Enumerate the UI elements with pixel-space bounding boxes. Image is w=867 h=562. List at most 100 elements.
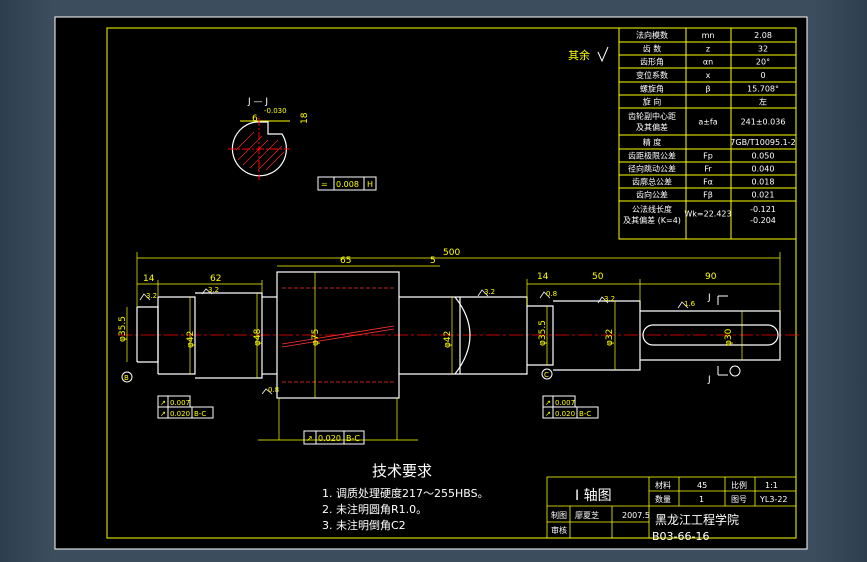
- table-value-12: -0.204: [750, 216, 776, 225]
- table-name-6: 齿轮副中心距: [628, 111, 676, 121]
- table-symbol-11: Fβ: [703, 191, 713, 200]
- svg-text:YL3-22: YL3-22: [759, 495, 788, 504]
- table-symbol-8: Fp: [703, 152, 713, 161]
- table-value-6: 241±0.036: [741, 118, 786, 127]
- table-value-5: 左: [759, 97, 767, 107]
- dia-30: φ30: [724, 328, 734, 346]
- ra-1: 3.2: [146, 292, 157, 300]
- dia-42b: φ42: [443, 331, 453, 348]
- class-code: B03-66-16: [652, 530, 709, 543]
- shaft-main-view: 500 14 62 65 5 14 50 90 φ35.5 φ42 φ48 φ7…: [118, 248, 800, 441]
- table-value-0: 2.08: [754, 31, 772, 40]
- dim-14b: 14: [537, 272, 549, 282]
- section-outline: [231, 121, 287, 177]
- svg-text:0.007: 0.007: [170, 399, 190, 407]
- ra-7: 1.6: [684, 300, 696, 308]
- dim-14a: 14: [143, 274, 155, 284]
- table-name-1: 齿 数: [643, 44, 662, 54]
- tech-title: 技术要求: [372, 462, 432, 480]
- table-value-7: 7GB/T10095.1-2: [730, 138, 795, 147]
- svg-text:↗: ↗: [545, 399, 551, 407]
- section-view-j: J — J -0.030 6 18 = 0.008 H: [228, 97, 377, 191]
- other-surfaces-note: 其余: [568, 48, 590, 62]
- table-name-12: 及其偏差 (K=4): [623, 215, 681, 225]
- datum-b-label: B: [124, 374, 129, 382]
- table-name-3: 变位系数: [636, 70, 668, 80]
- svg-text:1: 1: [699, 495, 704, 504]
- outer-border: [54, 16, 808, 550]
- table-value-3: 0: [760, 71, 765, 80]
- svg-text:制图: 制图: [551, 510, 567, 520]
- svg-text:2007.5: 2007.5: [622, 511, 650, 520]
- section-tol-text: -0.030: [264, 107, 287, 115]
- table-name-2: 齿形角: [640, 57, 664, 67]
- table-symbol-9: Fr: [704, 165, 712, 174]
- table-symbol-12: Wk=22.423: [684, 210, 731, 219]
- table-name-8: 齿距极限公差: [628, 151, 676, 161]
- svg-text:0.020: 0.020: [318, 434, 341, 443]
- table-name-4: 螺旋角: [640, 84, 664, 94]
- svg-text:0.007: 0.007: [555, 399, 575, 407]
- tolerance-frame-1: ↗ 0.007 ↗ 0.020 B-C: [157, 395, 214, 419]
- svg-text:↗: ↗: [545, 410, 551, 418]
- section-tolerance-frame: = 0.008 H: [317, 176, 377, 191]
- drawing-sheet: [55, 17, 807, 549]
- table-value-12: -0.121: [750, 205, 776, 214]
- svg-text:B-C: B-C: [579, 410, 591, 418]
- table-symbol-0: mn: [702, 31, 715, 40]
- dim-50: 50: [592, 272, 604, 282]
- table-name-11: 齿向公差: [636, 190, 668, 200]
- section-title: J — J: [247, 97, 268, 107]
- svg-text:材料: 材料: [655, 480, 671, 490]
- table-name-12: 公法线长度: [632, 204, 672, 214]
- part-name: I 轴图: [575, 488, 612, 504]
- table-value-1: 32: [758, 45, 768, 54]
- roughness-icons: [139, 288, 689, 395]
- section-mark-top: J: [707, 293, 711, 303]
- title-block-text: I 轴图 材料 45 比例 1:1 数量 1 图号 YL3-22 制图 廖夏芝 …: [551, 480, 788, 543]
- tolerance-frame-2: ↗ 0.020 B-C: [303, 430, 365, 445]
- dia-32: φ32: [605, 329, 615, 346]
- svg-text:↗: ↗: [160, 399, 166, 407]
- dim-65: 65: [340, 256, 351, 266]
- table-name-5: 旋 向: [643, 97, 662, 107]
- svg-text:1:1: 1:1: [765, 481, 778, 490]
- table-value-11: 0.021: [752, 191, 775, 200]
- svg-text:0.020: 0.020: [170, 410, 190, 418]
- svg-text:数量: 数量: [655, 494, 671, 504]
- dia-42a: φ42: [186, 331, 196, 348]
- table-name-9: 径向跳动公差: [628, 164, 676, 174]
- table-name-7: 精 度: [643, 137, 662, 147]
- table-symbol-2: αn: [703, 58, 713, 67]
- dim-62: 62: [210, 274, 221, 284]
- svg-text:0.020: 0.020: [555, 410, 575, 418]
- ra-2: 3.2: [208, 286, 219, 294]
- table-value-2: 20°: [756, 58, 770, 67]
- section-width-text: 6: [252, 114, 258, 124]
- table-symbol-1: z: [706, 45, 710, 54]
- ra-5: 0.8: [546, 290, 557, 298]
- dim-5: 5: [430, 256, 436, 266]
- shaft-outline: [136, 271, 781, 399]
- svg-text:图号: 图号: [731, 495, 747, 504]
- svg-text:45: 45: [697, 481, 707, 490]
- table-symbol-10: Fα: [703, 178, 713, 187]
- svg-text:↗: ↗: [306, 434, 313, 443]
- dim-90: 90: [705, 272, 717, 282]
- ra-4: 3.2: [484, 288, 495, 296]
- table-name-6: 及其偏差: [636, 122, 668, 132]
- tech-item-3: 3. 未注明倒角C2: [322, 518, 406, 532]
- ra-3: 0.8: [268, 386, 279, 394]
- roughness-symbol-icon: [597, 46, 609, 63]
- table-value-4: 15.708°: [747, 85, 779, 94]
- table-name-0: 法向模数: [636, 30, 668, 40]
- table-name-10: 齿廓总公差: [632, 177, 672, 187]
- svg-text:0.008: 0.008: [336, 180, 359, 189]
- table-symbol-4: β: [705, 85, 710, 94]
- dia-48: φ48: [253, 328, 263, 346]
- tech-item-2: 2. 未注明圆角R1.0。: [322, 502, 427, 516]
- table-value-8: 0.050: [752, 152, 775, 161]
- dim-total-length: 500: [443, 248, 460, 258]
- dia-35b: φ35.5: [538, 320, 548, 346]
